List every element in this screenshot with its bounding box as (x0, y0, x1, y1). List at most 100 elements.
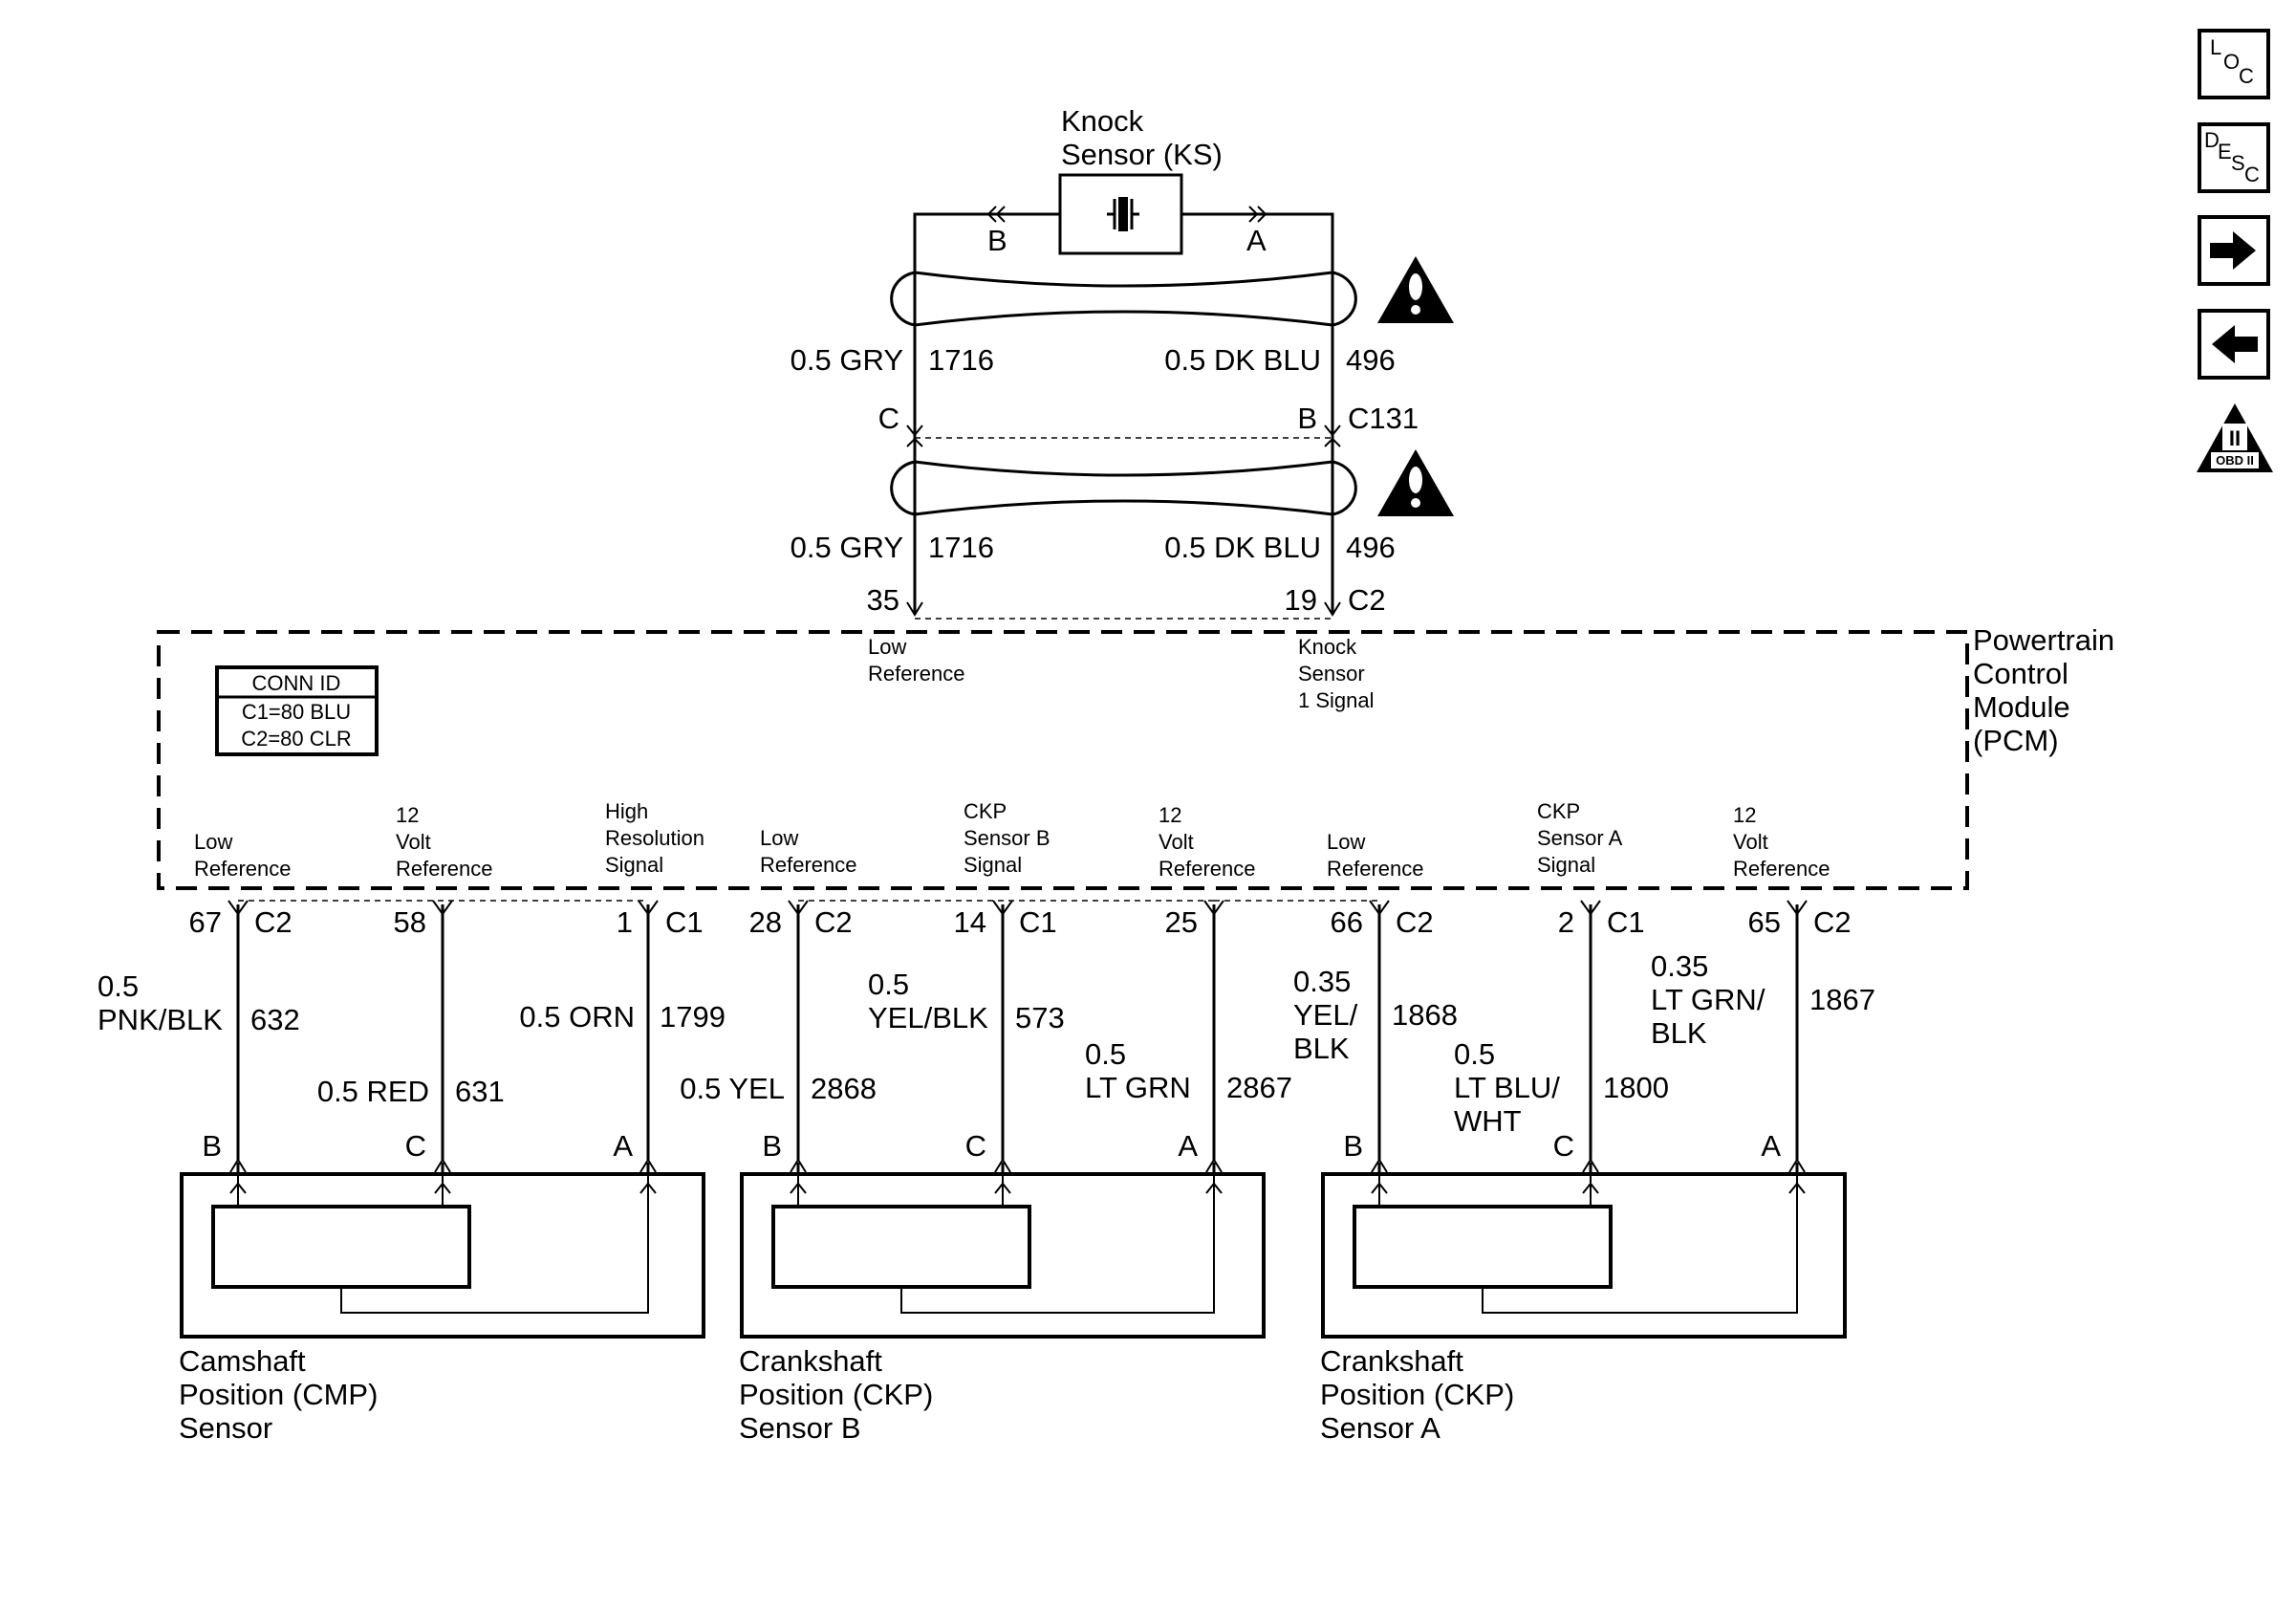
conn-id-line2: C2=80 CLR (241, 727, 352, 751)
wire-1868-color-line3: BLK (1293, 1032, 1350, 1065)
pcm-label-3b: Resolution (605, 826, 704, 850)
obd-ii-numeral: II (2229, 426, 2241, 450)
wire-2868-circuit: 2868 (811, 1072, 877, 1105)
conn-id-box: CONN ID C1=80 BLU C2=80 CLR (215, 665, 379, 756)
loc-letter-l: L (2210, 35, 2221, 59)
pcm-label-4b: Reference (760, 853, 857, 877)
pcm-name-line1: Powertrain (1973, 623, 2114, 657)
twisted-pair-upper-icon (890, 271, 1357, 327)
caution-icon[interactable] (1377, 449, 1454, 516)
ckp-a-sensor-name-line3: Sensor A (1320, 1411, 1440, 1445)
ks-left-lead (913, 212, 1060, 435)
pcm-ks-low-reference-line2: Reference (868, 662, 965, 686)
wire-1867-color-line1: 0.35 (1651, 949, 1708, 983)
caution-icon[interactable] (1377, 256, 1454, 323)
wire-2867-color-line2: LT GRN (1085, 1071, 1191, 1104)
pin-2: 2 (1558, 905, 1574, 939)
pin-1-connector: C1 (665, 905, 704, 939)
pcm: Powertrain Control Module (PCM) CONN ID … (157, 623, 2114, 890)
c131-pin-c: C (878, 402, 899, 435)
pcm-ks-low-reference-line1: Low (868, 635, 906, 659)
pcm-label-9a: 12 (1733, 803, 1756, 827)
pcm-label-7a: Low (1327, 830, 1365, 854)
obd-ii-button[interactable]: II OBD II (2197, 403, 2273, 472)
conn-id-line1: C1=80 BLU (242, 700, 351, 724)
pcm-label-3c: Signal (605, 853, 663, 877)
ckp-b-sensor-name-line3: Sensor B (739, 1411, 861, 1445)
pcm-label-2c: Reference (396, 857, 493, 881)
sensor-ckp-b: Crankshaft Position (CKP) Sensor B (739, 1172, 1266, 1445)
wire-1867-color-line3: BLK (1651, 1016, 1707, 1050)
loc-letter-o: O (2223, 50, 2240, 74)
pcm-pin-35: 35 (867, 583, 899, 617)
desc-button[interactable]: D E S C (2198, 122, 2270, 193)
ks-lower-left-wire-color: 0.5 GRY (791, 531, 903, 564)
wire-632-circuit: 632 (250, 1003, 300, 1036)
desc-letter-s: S (2231, 151, 2245, 175)
wire-1868-color-line1: 0.35 (1293, 965, 1351, 998)
pcm-label-9c: Reference (1733, 857, 1830, 881)
pcm-label-6b: Volt (1159, 830, 1194, 854)
knock-sensor-name-line2: Sensor (KS) (1061, 138, 1223, 171)
sensor-ckp-a: Crankshaft Position (CKP) Sensor A (1320, 1172, 1847, 1445)
pin-14-connector: C1 (1019, 905, 1057, 939)
ks-lower-left-circuit: 1716 (928, 531, 994, 564)
cmp-pin-b: B (202, 1129, 222, 1163)
obd-ii-text: OBD II (2216, 453, 2254, 468)
pin-67: 67 (189, 905, 222, 939)
pin-66-connector: C2 (1396, 905, 1434, 939)
wire-1868 (1369, 900, 1390, 1174)
ks-upper-left-wire-color: 0.5 GRY (791, 343, 903, 377)
ks-upper-right-wire-color: 0.5 DK BLU (1164, 343, 1321, 377)
ks-lower-right-circuit: 496 (1346, 531, 1396, 564)
pin-28-connector: C2 (814, 905, 853, 939)
wire-2868 (788, 900, 809, 1174)
ckp-b-sensor-name-line2: Position (CKP) (739, 1378, 933, 1411)
cmp-sensor-name-line1: Camshaft (179, 1344, 306, 1378)
ks-terminal-b-label: B (987, 224, 1007, 257)
wire-labels: 0.5 PNK/BLK 632 0.5 RED 631 0.5 ORN 1799… (97, 949, 1875, 1138)
pin-67-connector: C2 (254, 905, 292, 939)
pcm-label-8b: Sensor A (1537, 826, 1623, 850)
wire-1867-circuit: 1867 (1809, 983, 1875, 1016)
wire-631-circuit: 631 (455, 1075, 505, 1108)
twisted-pair-lower-icon (890, 460, 1357, 516)
pcm-name-line2: Control (1973, 657, 2069, 690)
pcm-name-line4: (PCM) (1973, 724, 2059, 757)
wire-573-circuit: 573 (1015, 1001, 1065, 1034)
arrow-right-icon (2210, 231, 2256, 270)
ks-upper-right-circuit: 496 (1346, 343, 1396, 377)
wire-632 (227, 900, 249, 1174)
loc-button[interactable]: L O C (2198, 29, 2270, 99)
pcm-label-2a: 12 (396, 803, 419, 827)
pcm-label-8c: Signal (1537, 853, 1595, 877)
wire-1800-color-line1: 0.5 (1454, 1037, 1495, 1071)
piezo-element-icon (1107, 197, 1139, 231)
ks-terminal-a-label: A (1246, 224, 1267, 257)
pcm-label-6a: 12 (1159, 803, 1181, 827)
wire-573 (992, 900, 1013, 1174)
previous-button[interactable] (2198, 309, 2270, 380)
wire-1800-color-line3: WHT (1454, 1104, 1522, 1138)
wire-631 (432, 900, 453, 1174)
wire-1799 (638, 900, 659, 1174)
wire-2867-circuit: 2867 (1226, 1071, 1292, 1104)
pcm-label-6c: Reference (1159, 857, 1256, 881)
loc-icon: L O C (2210, 35, 2254, 88)
desc-letter-c: C (2244, 163, 2260, 186)
wire-1868-circuit: 1868 (1392, 998, 1458, 1032)
c131-id: C131 (1348, 402, 1419, 435)
pin-2-connector: C1 (1607, 905, 1645, 939)
next-button[interactable] (2198, 215, 2270, 286)
pcm-label-7b: Reference (1327, 857, 1424, 881)
pin-66: 66 (1331, 905, 1363, 939)
wire-632-color-line2: PNK/BLK (97, 1003, 223, 1036)
obd-ii-icon: II OBD II (2197, 403, 2273, 472)
pcm-terminal-labels: Low Reference 12 Volt Reference High Res… (194, 799, 1830, 881)
pcm-label-2b: Volt (396, 830, 431, 854)
loc-letter-c: C (2239, 64, 2254, 88)
ks-right-lead (1181, 212, 1334, 435)
ckp-a-pin-a: A (1761, 1129, 1781, 1163)
wire-1799-color: 0.5 ORN (519, 1000, 635, 1034)
